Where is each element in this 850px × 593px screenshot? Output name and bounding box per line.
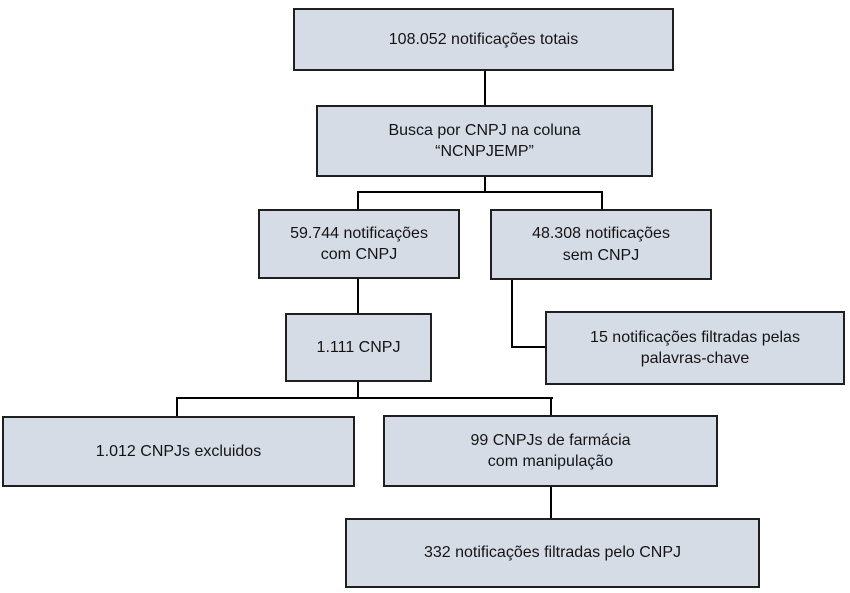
node-cnpj-unicos: 1.111 CNPJ xyxy=(285,313,432,382)
edge-1111-branch-stem xyxy=(357,382,359,399)
edge-1111-branch-horizontal xyxy=(176,397,553,399)
node-cnpjs-farmacia-manipulacao: 99 CNPJs de farmácia com manipulação xyxy=(383,415,718,487)
edge-busca-semcnpj-drop xyxy=(601,191,603,209)
edge-1111-farmacia-drop xyxy=(550,397,552,415)
edge-comcnpj-1111-line xyxy=(357,279,359,313)
edge-semcnpj-palavras-vertical xyxy=(511,280,513,348)
node-cnpjs-excluidos: 1.012 CNPJs excluidos xyxy=(2,416,355,487)
node-notificacoes-sem-cnpj: 48.308 notificações sem CNPJ xyxy=(490,209,712,280)
edge-semcnpj-palavras-elbow xyxy=(511,346,545,348)
node-filtradas-pelo-cnpj: 332 notificações filtradas pelo CNPJ xyxy=(345,518,760,588)
node-notificacoes-com-cnpj: 59.744 notificações com CNPJ xyxy=(258,209,460,279)
node-filtradas-palavras-chave: 15 notificações filtradas pelas palavras… xyxy=(545,311,845,385)
edge-total-busca-line xyxy=(484,71,486,105)
node-busca-cnpj-coluna: Busca por CNPJ na coluna “NCNPJEMP” xyxy=(316,105,653,177)
node-total-notificacoes: 108.052 notificações totais xyxy=(293,8,674,71)
edge-busca-comcnpj-drop xyxy=(357,191,359,209)
edge-farmacia-332-line xyxy=(550,487,552,518)
edge-busca-branch-stem xyxy=(484,177,486,193)
edge-1111-excluidos-drop xyxy=(176,397,178,416)
edge-busca-branch-horizontal xyxy=(357,191,603,193)
